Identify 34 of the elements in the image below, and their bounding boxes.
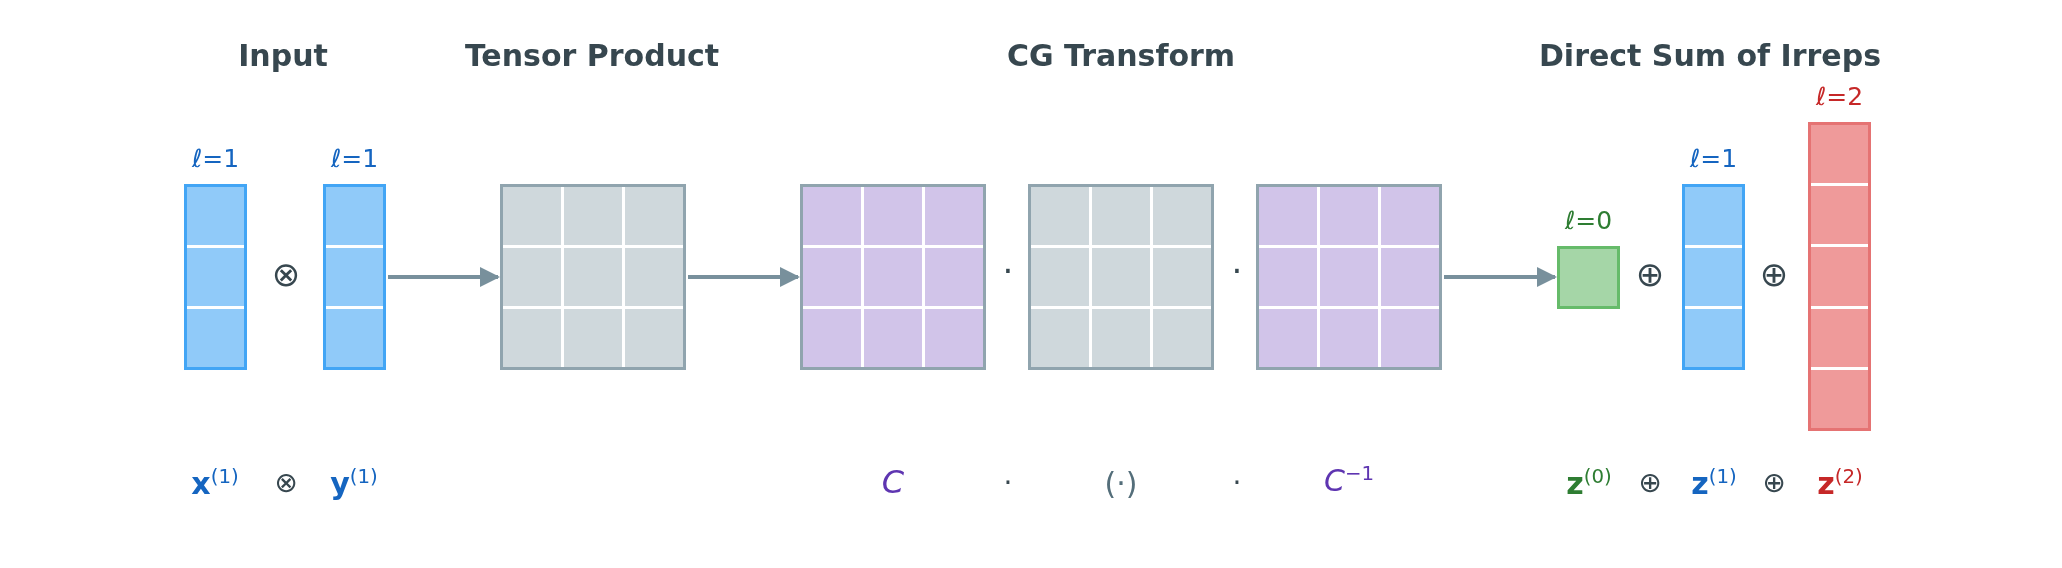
math-formula: z$^{(1)}$ bbox=[1691, 466, 1737, 500]
column-heading: Tensor Product bbox=[464, 38, 720, 72]
operator-symbol: ⊕ bbox=[1759, 256, 1789, 294]
operator-symbol: · bbox=[1232, 467, 1242, 499]
operator-symbol: ⊕ bbox=[1762, 467, 1786, 499]
math-formula: x$^{(1)}$ bbox=[191, 466, 239, 500]
matrix-grid bbox=[1256, 184, 1442, 370]
operator-symbol: · bbox=[1002, 253, 1014, 291]
arrow bbox=[388, 267, 500, 287]
degree-label: ℓ=1 bbox=[330, 144, 379, 172]
math-formula: C$^{−1}$ bbox=[1323, 463, 1375, 497]
column-heading: Direct Sum of Irreps bbox=[1538, 38, 1882, 72]
degree-label: ℓ=1 bbox=[191, 144, 240, 172]
matrix-grid bbox=[800, 184, 986, 370]
math-formula: C bbox=[881, 465, 905, 501]
degree-label: ℓ=1 bbox=[1689, 144, 1738, 172]
column-heading: Input bbox=[238, 38, 328, 72]
operator-symbol: ⊗ bbox=[274, 467, 298, 499]
operator-symbol: · bbox=[1231, 253, 1243, 291]
math-formula: y$^{(1)}$ bbox=[330, 466, 378, 500]
operator-symbol: ⊕ bbox=[1635, 256, 1665, 294]
matrix-grid bbox=[500, 184, 686, 370]
column-heading: CG Transform bbox=[1006, 38, 1236, 72]
arrow bbox=[688, 267, 800, 287]
math-formula: z$^{(2)}$ bbox=[1817, 466, 1863, 500]
degree-label: ℓ=0 bbox=[1564, 206, 1613, 234]
operator-symbol: · bbox=[1003, 467, 1013, 499]
arrow bbox=[1444, 267, 1557, 287]
math-formula: (·) bbox=[1104, 466, 1138, 500]
degree-label: ℓ=2 bbox=[1815, 82, 1864, 110]
operator-symbol: ⊕ bbox=[1638, 467, 1662, 499]
matrix-grid bbox=[1028, 184, 1214, 370]
math-formula: z$^{(0)}$ bbox=[1566, 466, 1612, 500]
operator-symbol: ⊗ bbox=[271, 256, 301, 294]
